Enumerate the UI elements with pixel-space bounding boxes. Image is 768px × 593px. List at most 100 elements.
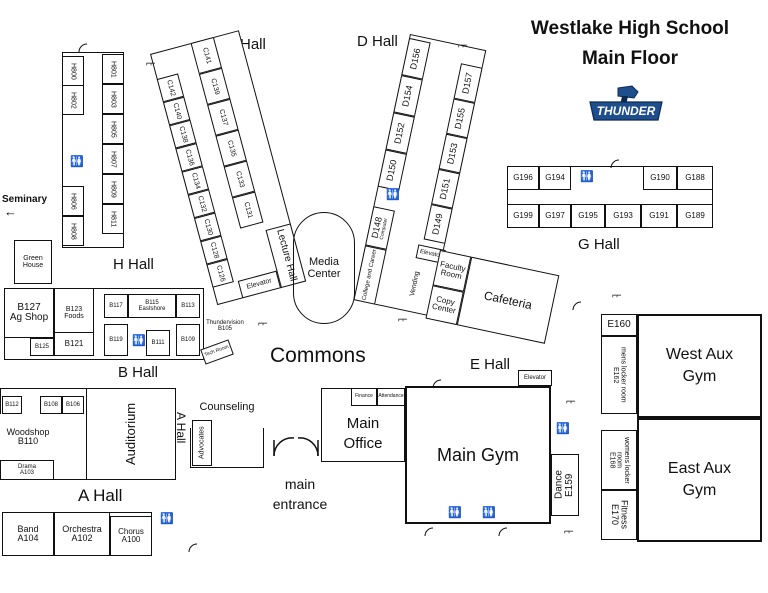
door-icon: [572, 298, 586, 311]
stairs-icon: ⌐⌐: [458, 40, 467, 50]
room-h811[interactable]: H811: [102, 204, 124, 234]
room-h805[interactable]: H805: [102, 114, 124, 144]
room-b117[interactable]: B117: [104, 294, 128, 318]
room-finance[interactable]: Finance: [351, 388, 377, 406]
room-e-elevator[interactable]: Elevator: [518, 370, 552, 386]
main-gym-restroom-icon-1: 🚻: [448, 507, 462, 519]
room-b108[interactable]: B108: [40, 396, 62, 414]
g-hall-label: G Hall: [578, 236, 620, 253]
room-h807[interactable]: H807: [102, 144, 124, 174]
room-b109[interactable]: B109: [176, 324, 200, 356]
room-womens-locker-number: E168: [608, 451, 616, 469]
room-auditorium[interactable]: Auditorium: [86, 388, 176, 480]
h-hall-label: H Hall: [113, 256, 154, 273]
room-g194[interactable]: G194: [539, 166, 571, 190]
seminary-arrow-icon: ←: [4, 204, 17, 219]
room-chorus-number: A100: [121, 535, 141, 544]
room-h800[interactable]: H800: [62, 56, 84, 86]
main-entrance-line-1: main: [284, 476, 316, 492]
room-b127-name: Ag Shop: [9, 312, 49, 323]
room-main-gym[interactable]: Main Gym: [405, 386, 551, 524]
room-b115[interactable]: B115 Eastshore: [128, 294, 176, 318]
room-mens-locker-number: E162: [612, 366, 619, 384]
h-hall-left-column: H800 H802: [62, 56, 84, 115]
title-line-1: Westlake High School: [530, 18, 730, 39]
room-g191[interactable]: G191: [641, 204, 677, 228]
door-icon: [188, 540, 202, 553]
room-chorus-name: Chorus: [118, 526, 144, 536]
room-g199[interactable]: G199: [507, 204, 539, 228]
room-b127[interactable]: B127 Ag Shop: [4, 288, 54, 338]
room-b121[interactable]: B121: [54, 332, 94, 356]
room-chorus[interactable]: Chorus A100: [110, 516, 152, 556]
d-hall-restroom-icon: 🚻: [386, 189, 400, 201]
door-icon: [432, 376, 446, 389]
room-orchestra[interactable]: Orchestra A102: [54, 512, 110, 556]
room-fitness[interactable]: Fitness E170: [601, 490, 637, 540]
d-hall-label: D Hall: [357, 33, 398, 50]
room-dance-number: E159: [564, 473, 575, 497]
room-e160[interactable]: E160: [601, 314, 637, 336]
main-office-line-1: Main: [346, 415, 380, 432]
room-h801[interactable]: H801: [102, 54, 124, 84]
e-hall-restroom-icon: 🚻: [556, 423, 570, 435]
room-b112[interactable]: B112: [2, 396, 22, 414]
room-b115-name: Eastshore: [138, 306, 166, 312]
room-h809[interactable]: H809: [102, 174, 124, 204]
room-g196[interactable]: G196: [507, 166, 539, 190]
seminary-label: Seminary: [2, 194, 48, 205]
room-h803[interactable]: H803: [102, 84, 124, 114]
room-h802[interactable]: H802: [62, 85, 84, 115]
room-drama-number: A103: [19, 470, 34, 476]
room-main-office[interactable]: Main Office: [321, 414, 405, 454]
room-advocates[interactable]: Advocates: [192, 420, 212, 466]
main-entrance-door-icon[interactable]: [272, 436, 320, 458]
west-aux-line-1: West Aux: [665, 346, 734, 363]
room-b123[interactable]: B123 Foods: [54, 288, 94, 338]
room-fitness-number: E170: [610, 504, 620, 526]
room-h808[interactable]: H808: [62, 216, 84, 246]
door-icon: [78, 40, 92, 53]
room-g195[interactable]: G195: [571, 204, 605, 228]
room-band-number: A104: [17, 533, 39, 543]
room-womens-locker[interactable]: womens locker room E168: [601, 430, 637, 490]
e-hall-label: E Hall: [470, 356, 511, 373]
room-g190[interactable]: G190: [643, 166, 677, 190]
room-east-aux-gym[interactable]: East Aux Gym: [637, 418, 762, 542]
room-drama[interactable]: Drama A103: [0, 460, 54, 480]
main-gym-restroom-icon-2: 🚻: [482, 507, 496, 519]
room-b123-name: Foods: [64, 313, 84, 320]
b-hall-label: B Hall: [118, 364, 159, 381]
room-g193[interactable]: G193: [605, 204, 641, 228]
room-dance[interactable]: Dance E159: [551, 454, 579, 516]
media-center-line-1: Media: [309, 256, 339, 268]
room-west-aux-gym[interactable]: West Aux Gym: [637, 314, 762, 418]
door-icon: [498, 524, 512, 537]
room-g188[interactable]: G188: [677, 166, 713, 190]
room-green-house[interactable]: Green House: [14, 240, 52, 284]
room-band[interactable]: Band A104: [2, 512, 54, 556]
room-g197[interactable]: G197: [539, 204, 571, 228]
room-b111[interactable]: B111: [146, 330, 170, 356]
room-mens-locker[interactable]: mens locker room E162: [601, 336, 637, 414]
main-office-line-2: Office: [343, 435, 383, 452]
room-b113[interactable]: B113: [176, 294, 200, 318]
room-attendance[interactable]: Attendance: [377, 388, 405, 406]
media-center-line-2: Center: [307, 268, 341, 280]
room-g189[interactable]: G189: [677, 204, 713, 228]
stairs-icon: ⌐⌐: [612, 290, 621, 300]
room-b125[interactable]: B125: [30, 338, 54, 356]
room-tech-room[interactable]: Tech Room: [200, 339, 234, 365]
room-orchestra-number: A102: [71, 533, 93, 543]
g-hall-restroom-icon: 🚻: [580, 171, 594, 183]
b-hall-restroom-icon: 🚻: [132, 335, 146, 347]
room-b106[interactable]: B106: [62, 396, 84, 414]
room-thundervision[interactable]: Thundervision B105: [204, 312, 246, 340]
room-h806[interactable]: H806: [62, 186, 84, 216]
room-womens-locker-name: womens locker room: [615, 436, 631, 484]
room-cafeteria[interactable]: Cafeteria: [456, 256, 560, 344]
room-b119[interactable]: B119: [104, 324, 128, 356]
room-woodshop[interactable]: Woodshop B110: [0, 414, 56, 460]
media-center[interactable]: Media Center: [293, 212, 355, 324]
a-hall-side-label: A Hall: [174, 412, 188, 444]
